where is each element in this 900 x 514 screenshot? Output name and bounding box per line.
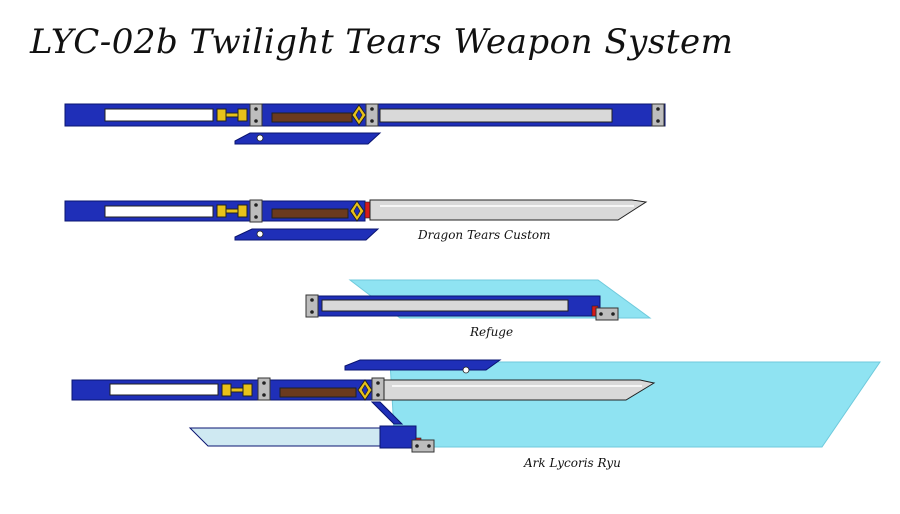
weapon-twilight-tears bbox=[64, 103, 666, 145]
caption-refuge: Refuge bbox=[470, 325, 514, 339]
page-title: LYC-02b Twilight Tears Weapon System bbox=[30, 22, 734, 62]
weapon-ark-lycoris-ryu bbox=[71, 359, 881, 453]
weapon-dragon-tears-custom bbox=[64, 199, 648, 241]
caption-dragon-tears-custom: Dragon Tears Custom bbox=[418, 228, 551, 242]
caption-ark-lycoris-ryu: Ark Lycoris Ryu bbox=[524, 456, 621, 470]
weapon-refuge bbox=[305, 279, 652, 321]
